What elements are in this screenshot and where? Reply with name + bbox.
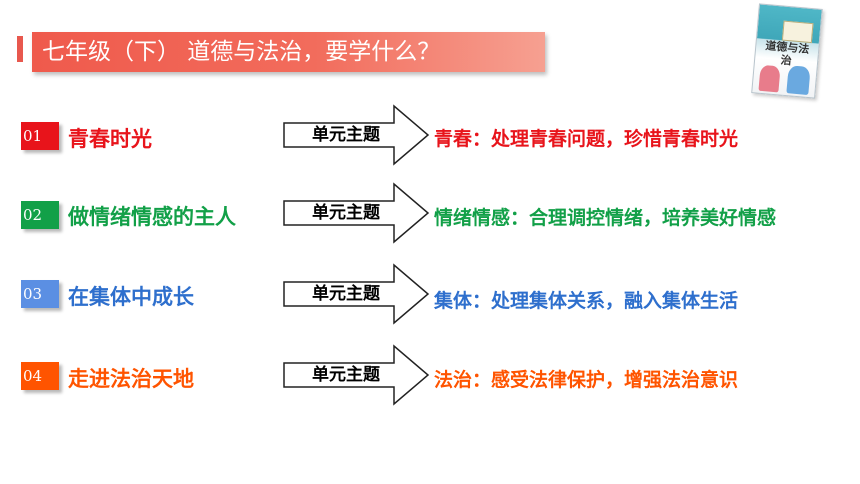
unit-description: 青春：处理青春问题，珍惜青春时光	[434, 128, 739, 150]
unit-theme-arrow: 单元主题	[282, 344, 432, 406]
unit-description: 法治：感受法律保护，增强法治意识	[434, 369, 739, 391]
unit-description: 情绪情感：合理调控情绪，培养美好情感	[434, 207, 777, 229]
title-accent-bar	[17, 36, 23, 62]
unit-number-badge: 04	[21, 362, 59, 390]
arrow-label: 单元主题	[312, 203, 380, 223]
book-cover-label	[781, 20, 814, 44]
title-banner: 七年级（下） 道德与法治，要学什么？	[32, 32, 545, 72]
book-cover-figure	[758, 64, 781, 93]
book-cover-title: 道德与法治	[764, 39, 810, 68]
unit-row-2: 02 做情绪情感的主人 单元主题 情绪情感：合理调控情绪，培养美好情感	[0, 182, 860, 244]
unit-row-3: 03 在集体中成长 单元主题 集体：处理集体关系，融入集体生活	[0, 263, 860, 325]
unit-row-4: 04 走进法治天地 单元主题 法治：感受法律保护，增强法治意识	[0, 344, 860, 406]
textbook-cover-image: 道德与法治	[751, 3, 823, 99]
arrow-label: 单元主题	[312, 284, 380, 304]
arrow-label: 单元主题	[312, 365, 380, 385]
unit-title: 做情绪情感的主人	[68, 205, 236, 229]
unit-theme-arrow: 单元主题	[282, 263, 432, 325]
unit-number-badge: 01	[21, 122, 59, 150]
unit-description: 集体：处理集体关系，融入集体生活	[434, 290, 739, 312]
book-cover-figure	[786, 65, 811, 96]
unit-number-badge: 03	[21, 280, 59, 308]
page-title: 七年级（下） 道德与法治，要学什么？	[42, 39, 441, 65]
arrow-label: 单元主题	[312, 125, 380, 145]
unit-number-badge: 02	[21, 201, 59, 229]
unit-title: 走进法治天地	[68, 367, 194, 391]
unit-theme-arrow: 单元主题	[282, 104, 432, 166]
unit-title: 青春时光	[68, 127, 152, 151]
unit-title: 在集体中成长	[68, 285, 194, 309]
unit-row-1: 01 青春时光 单元主题 青春：处理青春问题，珍惜青春时光	[0, 104, 860, 166]
unit-theme-arrow: 单元主题	[282, 182, 432, 244]
